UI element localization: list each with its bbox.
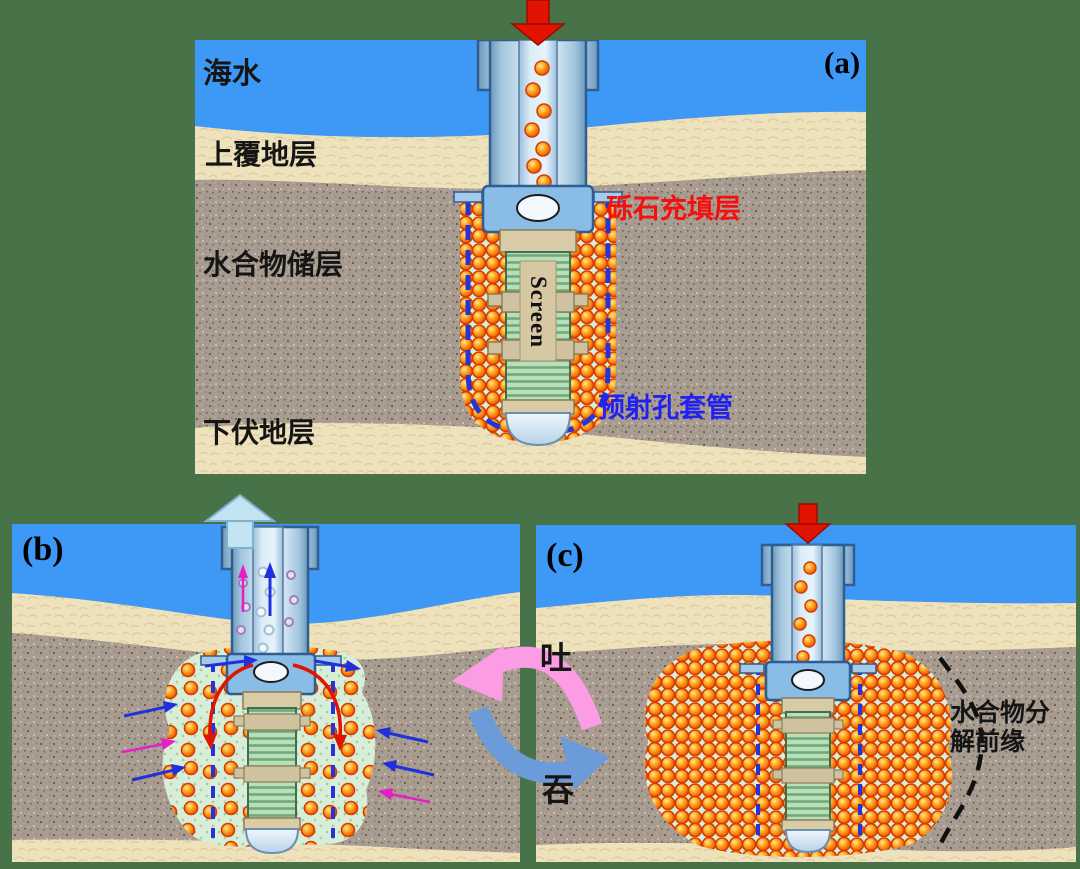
decomposition-front-label: 水合物分解前缘 <box>950 699 1051 756</box>
panel-b-casing-dashes <box>211 660 335 838</box>
panel-a <box>195 40 866 474</box>
screen-label: Screen <box>526 275 552 349</box>
panel-b-circulation-arrows <box>203 655 361 751</box>
panel-a-well <box>453 40 623 447</box>
panel-c-falling-gravel <box>793 561 818 664</box>
upflow-arrow-blue <box>264 562 276 616</box>
reservoir-label: 水合物储层 <box>203 249 344 280</box>
swallow-label: 吞 <box>542 772 575 808</box>
overburden-label: 上覆地层 <box>205 139 318 170</box>
gravel-injection-arrow-c <box>783 503 833 544</box>
panel-a-tag: (a) <box>824 45 861 80</box>
underburden-label: 下伏地层 <box>203 417 316 448</box>
upflow-arrow-magenta <box>238 564 248 612</box>
panel-c-tag: (c) <box>546 537 584 574</box>
perforated-casing-label: 预射孔套管 <box>598 393 733 423</box>
gravel-injection-arrow-a <box>509 0 567 46</box>
swallow-arrow <box>468 706 610 790</box>
panel-b-inflow-arrows <box>121 701 435 804</box>
panel-c-well <box>739 543 877 854</box>
panel-c-casing-dashes <box>756 664 862 840</box>
gravel-pack-label: 砾石充填层 <box>606 194 741 224</box>
panel-a-underburden-layer <box>195 423 866 474</box>
spit-label: 吐 <box>540 640 573 676</box>
seawater-label: 海水 <box>203 58 262 90</box>
panel-c <box>536 525 1076 862</box>
decomposition-front-dashed-line <box>937 656 984 846</box>
spit-arrow <box>452 645 602 731</box>
panel-a-falling-gravel <box>524 60 552 190</box>
panel-b-tag: (b) <box>22 531 64 568</box>
panel-b-well <box>200 525 342 855</box>
panel-b <box>12 524 520 862</box>
gas-production-arrow-b <box>203 493 277 549</box>
